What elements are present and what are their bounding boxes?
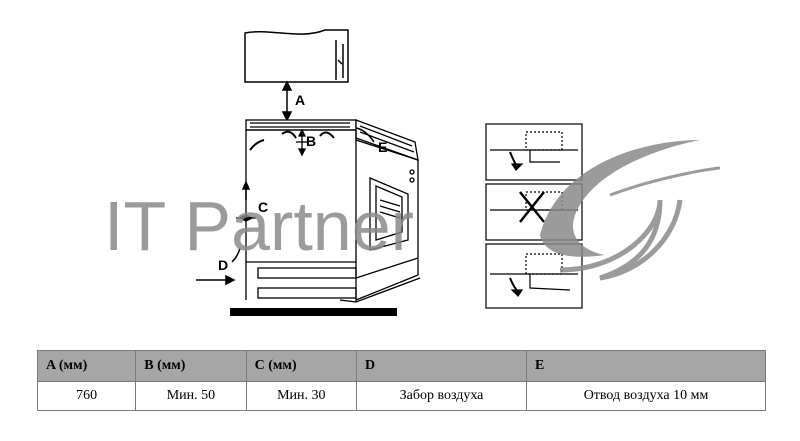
range-hood	[244, 29, 349, 83]
dimension-b-arrow	[296, 128, 308, 157]
label-c: C	[258, 199, 268, 215]
label-d: D	[218, 257, 228, 273]
cooktop	[245, 119, 419, 161]
value-a: 760	[36, 381, 137, 411]
value-c: Мин. 30	[245, 381, 357, 411]
value-d: Забор воздуха	[355, 381, 528, 411]
dimension-a-arrow	[281, 80, 293, 122]
label-b: B	[306, 133, 316, 149]
floor	[230, 308, 397, 316]
air-intake-arrow	[196, 247, 241, 286]
dimension-c-arrow	[236, 213, 256, 223]
value-e: Отвод воздуха 10 мм	[526, 381, 766, 411]
value-b: Мин. 50	[135, 381, 247, 411]
header-c: C (мм)	[245, 350, 357, 382]
watermark: IT Partner	[104, 140, 721, 281]
header-a: A (мм)	[36, 350, 137, 382]
header-b: B (мм)	[135, 350, 247, 382]
installation-diagram: A B E	[104, 29, 721, 316]
header-e: E	[526, 350, 766, 382]
spec-table-value-row: 760 Мин. 50 Мин. 30 Забор воздуха Отвод …	[36, 381, 766, 411]
spec-table-header-row: A (мм) B (мм) C (мм) D E	[36, 350, 766, 382]
label-a: A	[295, 92, 305, 108]
watermark-swoosh-icon	[540, 140, 721, 281]
watermark-text: IT Partner	[104, 187, 414, 265]
header-d: D	[355, 350, 528, 382]
spec-table: A (мм) B (мм) C (мм) D E 760 Мин. 50 Мин…	[36, 350, 766, 411]
